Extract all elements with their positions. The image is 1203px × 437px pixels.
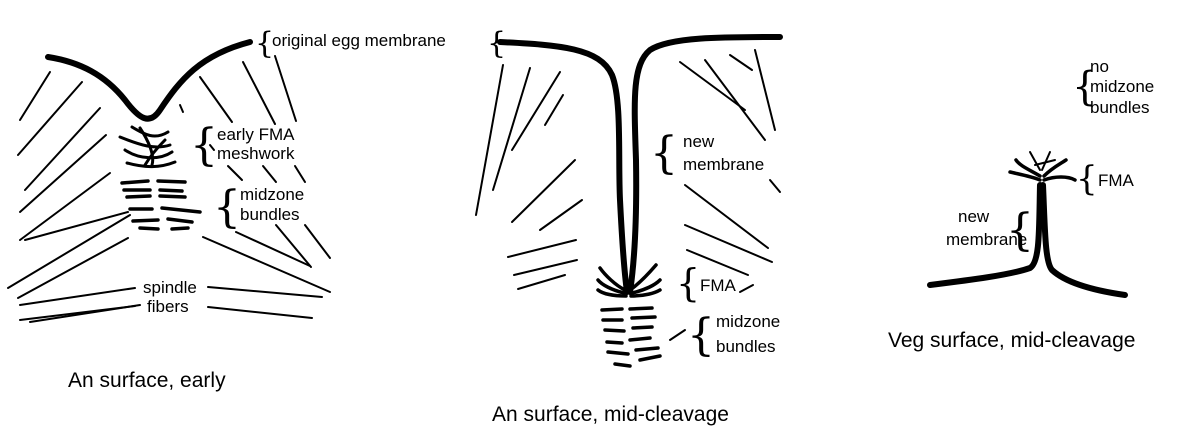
label-spindle: spindle xyxy=(143,278,197,297)
spindle-fibers-left xyxy=(7,55,331,323)
caption-an-surface-mid-cleavage: An surface, mid-cleavage xyxy=(492,403,729,426)
label-membrane: membrane xyxy=(683,155,764,174)
label-bundles: bundles xyxy=(240,205,300,224)
brace-icon: { xyxy=(255,26,274,61)
label-bundles: bundles xyxy=(1090,98,1150,117)
label-midzone: midzone xyxy=(1090,77,1154,96)
brace-icon: { xyxy=(1076,159,1098,199)
label-membrane: membrane xyxy=(946,230,1027,249)
panel-veg-surface-mid-cleavage: no midzone bundles { { FMA new membrane … xyxy=(888,57,1154,352)
label-fibers: fibers xyxy=(147,297,189,316)
brace-icon: { xyxy=(1006,205,1034,256)
spindle-fibers-middle xyxy=(475,49,781,293)
label-fma: FMA xyxy=(700,276,737,295)
label-new: new xyxy=(683,132,715,151)
brace-icon: { xyxy=(487,26,506,61)
label-midzone: midzone xyxy=(716,312,780,331)
new-membrane-veg-right xyxy=(1040,182,1128,298)
brace-icon: { xyxy=(650,128,678,179)
original-egg-membrane-left xyxy=(45,39,253,122)
label-new: new xyxy=(958,207,990,226)
label-midzone: midzone xyxy=(240,185,304,204)
panel-an-surface-early: { original egg membrane { early FMA mesh… xyxy=(7,26,446,392)
label-bundles: bundles xyxy=(716,337,776,356)
original-egg-membrane-middle-right xyxy=(627,34,783,295)
brace-icon: { xyxy=(190,120,218,171)
label-fma: FMA xyxy=(1098,171,1135,190)
new-membrane-veg-left xyxy=(927,182,1043,288)
fma-veg xyxy=(1008,151,1077,182)
brace-icon: { xyxy=(1072,64,1097,110)
brace-icon: { xyxy=(687,310,715,361)
label-original-egg-membrane: original egg membrane xyxy=(272,31,446,50)
panel-an-surface-mid-cleavage: { xyxy=(475,26,783,426)
caption-an-surface-early: An surface, early xyxy=(68,369,226,392)
midzone-bundles-middle xyxy=(600,306,686,368)
fma-middle xyxy=(596,263,662,298)
label-meshwork: meshwork xyxy=(217,144,295,163)
brace-icon: { xyxy=(676,261,700,305)
label-early-fma: early FMA xyxy=(217,125,295,144)
label-no: no xyxy=(1090,57,1109,76)
early-fma-meshwork-marks xyxy=(118,125,177,169)
caption-veg-surface-mid-cleavage: Veg surface, mid-cleavage xyxy=(888,329,1135,352)
brace-icon: { xyxy=(213,182,241,233)
midzone-bundles-left xyxy=(120,179,202,231)
original-egg-membrane-middle-left xyxy=(497,39,630,295)
